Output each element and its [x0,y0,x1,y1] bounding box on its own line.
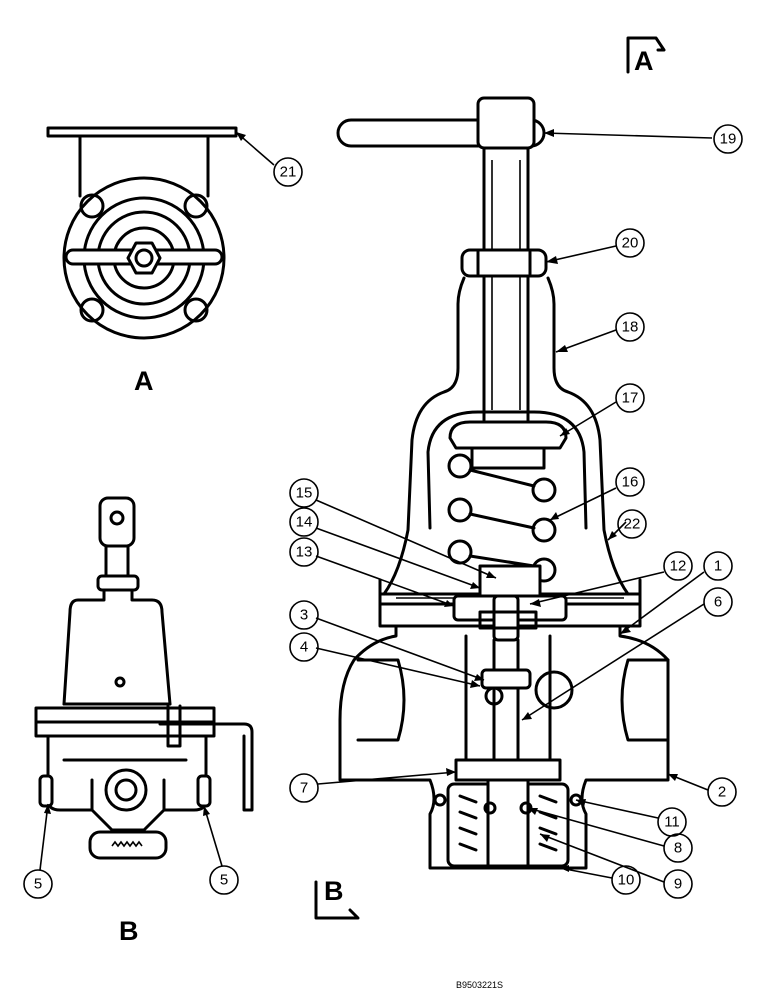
svg-text:3: 3 [300,607,308,624]
svg-text:18: 18 [622,319,639,336]
view-a-caption: A [134,366,154,396]
svg-text:10: 10 [618,872,635,889]
svg-text:22: 22 [624,516,641,533]
view-b-drawing [34,496,254,860]
svg-text:17: 17 [622,390,639,407]
svg-text:5: 5 [34,876,42,893]
leader-lines [39,129,713,883]
callout-16: 16 [615,467,645,497]
callout-3: 3 [289,600,319,630]
section-marker-b-letter: B [324,876,344,906]
callout-11: 11 [657,807,687,837]
spring-coils [447,453,557,583]
callout-4: 4 [289,632,319,662]
callout-5-right: 5 [209,865,239,895]
svg-text:7: 7 [300,780,308,797]
callout-17: 17 [615,383,645,413]
svg-text:1: 1 [714,558,722,575]
svg-text:6: 6 [714,594,722,611]
svg-text:9: 9 [674,876,682,893]
callout-8: 8 [663,833,693,863]
callout-9: 9 [663,869,693,899]
callout-20: 20 [615,228,645,258]
section-marker-a: A [626,36,666,76]
callout-6: 6 [703,587,733,617]
svg-text:11: 11 [664,814,680,831]
view-b-caption: B [119,916,139,946]
callout-10: 10 [611,865,641,895]
svg-text:19: 19 [720,131,737,148]
callout-12: 12 [663,551,693,581]
callout-2: 2 [707,777,737,807]
callout-7: 7 [289,773,319,803]
callout-13: 13 [289,537,319,567]
callout-15: 15 [289,478,319,508]
svg-text:4: 4 [300,639,308,656]
drawing-code: B9503221S [456,980,503,990]
callout-1: 1 [703,551,733,581]
svg-text:8: 8 [674,840,682,857]
svg-text:5: 5 [220,872,228,889]
svg-text:15: 15 [296,485,313,502]
callout-14: 14 [289,507,319,537]
svg-text:13: 13 [296,544,313,561]
svg-text:20: 20 [622,235,639,252]
callout-18: 18 [615,312,645,342]
callout-5-left: 5 [23,869,53,899]
view-a-drawing [46,126,238,340]
callout-21: 21 [273,157,303,187]
svg-text:21: 21 [280,164,297,181]
svg-text:16: 16 [622,474,639,491]
svg-text:2: 2 [718,784,726,801]
svg-text:14: 14 [296,514,313,531]
svg-text:12: 12 [670,558,687,575]
callout-19: 19 [713,124,743,154]
main-section-drawing [336,96,670,870]
callout-22: 22 [617,509,647,539]
section-marker-a-letter: A [634,46,654,76]
section-marker-b: B [314,876,360,920]
